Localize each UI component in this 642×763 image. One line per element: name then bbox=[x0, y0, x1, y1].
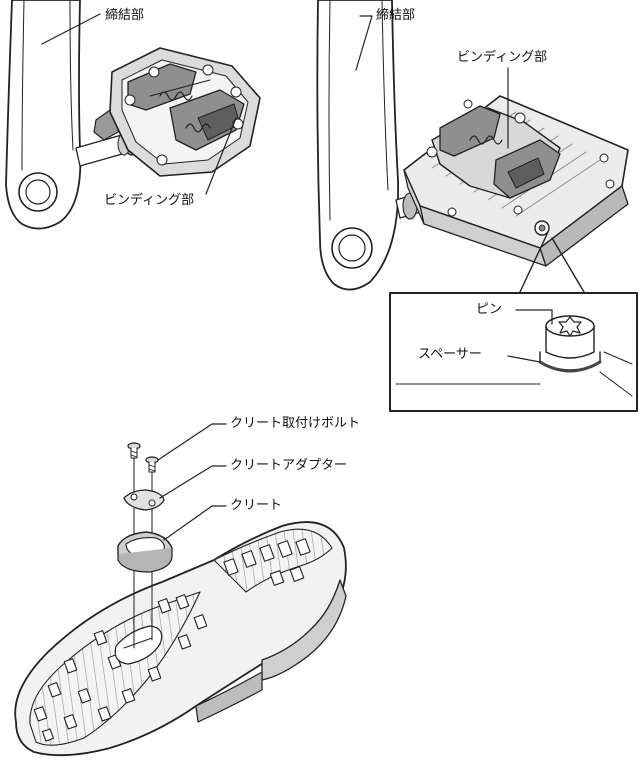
right-fastening-label: 締結部 bbox=[376, 8, 416, 23]
cleat-bolt-leader bbox=[157, 423, 227, 461]
spacer-leader bbox=[507, 355, 541, 363]
left-pedal-illustration bbox=[5, 0, 261, 230]
cleat-adapter bbox=[123, 489, 165, 511]
cleat-bolt-label: クリート取付けボルト bbox=[230, 416, 361, 431]
cleat-label: クリート bbox=[230, 498, 283, 513]
inset-callout-line bbox=[551, 237, 585, 293]
left-pedal-body bbox=[109, 47, 261, 177]
pin-detail-inset bbox=[389, 292, 638, 412]
right-fastening-leader bbox=[355, 15, 373, 71]
left-binding-label: ビンディング部 bbox=[104, 193, 195, 208]
left-binding-leader bbox=[205, 117, 237, 195]
shoe-illustration bbox=[14, 423, 347, 757]
left-fastening-label: 締結部 bbox=[105, 8, 145, 23]
right-pedal-illustration bbox=[316, 0, 629, 293]
cleat-adapter-leader bbox=[159, 465, 227, 499]
pin-label: ピン bbox=[476, 302, 503, 317]
right-pedal-platform bbox=[403, 95, 629, 267]
left-fastening-leader bbox=[41, 13, 101, 45]
inset-callout-line bbox=[519, 231, 549, 293]
pin-leader bbox=[515, 309, 553, 325]
cleat-leader bbox=[163, 505, 227, 541]
right-crank-arm bbox=[316, 0, 399, 291]
right-binding-label: ビンディング部 bbox=[457, 50, 548, 65]
spacer-label: スペーサー bbox=[418, 347, 482, 362]
left-crank-arm bbox=[5, 0, 82, 230]
cleat-bolts bbox=[127, 442, 159, 473]
cleat bbox=[117, 531, 173, 573]
cleat-adapter-label: クリートアダプター bbox=[230, 458, 348, 473]
